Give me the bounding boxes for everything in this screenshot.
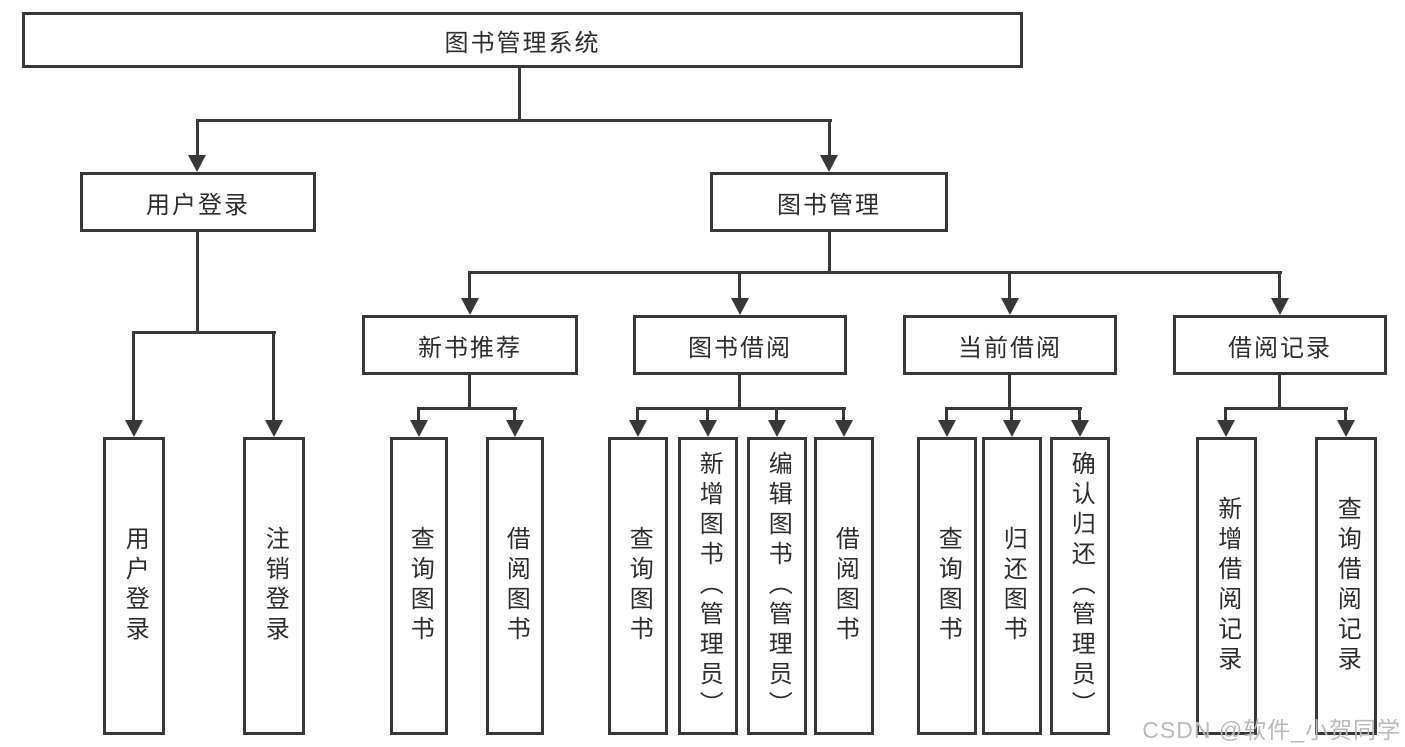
leaf-return-books: 归还图书 bbox=[982, 437, 1042, 735]
node-label: 借阅记录 bbox=[1228, 334, 1332, 362]
connector-line bbox=[132, 331, 135, 420]
arrowhead bbox=[1001, 298, 1019, 315]
leaf-label: 编辑图书（管理员） bbox=[764, 451, 792, 721]
connector-line bbox=[417, 407, 517, 410]
connector-line bbox=[196, 230, 199, 334]
arrowhead bbox=[820, 155, 838, 172]
leaf-borrow-books-recommend: 借阅图书 bbox=[486, 437, 544, 735]
arrowhead bbox=[629, 420, 647, 437]
connector-line bbox=[513, 407, 516, 422]
arrowhead bbox=[188, 155, 206, 172]
leaf-label: 新增借阅记录 bbox=[1213, 496, 1241, 676]
connector-line bbox=[132, 331, 276, 334]
leaf-confirm-return-admin: 确认归还（管理员） bbox=[1050, 437, 1110, 735]
node-new-book-recommend: 新书推荐 bbox=[362, 315, 578, 375]
connector-line bbox=[468, 271, 471, 300]
arrowhead bbox=[1071, 420, 1089, 437]
leaf-label: 查询图书 bbox=[625, 526, 653, 646]
connector-line bbox=[775, 407, 778, 422]
node-label: 图书管理 bbox=[777, 191, 881, 219]
node-book-borrowing: 图书借阅 bbox=[633, 315, 847, 375]
connector-line bbox=[1344, 407, 1347, 422]
connector-line bbox=[196, 119, 199, 156]
node-label: 当前借阅 bbox=[958, 334, 1062, 362]
leaf-label: 用户登录 bbox=[121, 526, 149, 646]
leaf-borrow-books: 借阅图书 bbox=[814, 437, 874, 735]
connector-line bbox=[518, 66, 521, 121]
arrowhead bbox=[938, 420, 956, 437]
leaf-label: 查询借阅记录 bbox=[1333, 496, 1361, 676]
connector-line bbox=[738, 271, 741, 300]
leaf-label: 借阅图书 bbox=[831, 526, 859, 646]
node-book-management: 图书管理 bbox=[710, 172, 948, 232]
connector-line bbox=[468, 271, 1282, 274]
node-label: 新书推荐 bbox=[418, 334, 522, 362]
connector-line bbox=[945, 407, 948, 422]
connector-line bbox=[636, 407, 846, 410]
connector-line bbox=[738, 373, 741, 410]
leaf-logout: 注销登录 bbox=[243, 437, 305, 735]
arrowhead bbox=[1003, 420, 1021, 437]
connector-line bbox=[828, 119, 831, 156]
csdn-watermark: CSDN @软件_小贺同学 bbox=[1142, 717, 1401, 743]
arrowhead bbox=[506, 420, 524, 437]
arrowhead bbox=[410, 420, 428, 437]
connector-line bbox=[417, 407, 420, 422]
connector-line bbox=[636, 407, 639, 422]
connector-line bbox=[706, 407, 709, 422]
leaf-label: 查询图书 bbox=[934, 526, 962, 646]
node-user-login: 用户登录 bbox=[80, 172, 316, 232]
leaf-label: 查询图书 bbox=[406, 526, 434, 646]
leaf-query-books-borrow: 查询图书 bbox=[608, 437, 668, 735]
leaf-label: 借阅图书 bbox=[502, 526, 530, 646]
node-library-management-system: 图书管理系统 bbox=[22, 12, 1023, 68]
node-label: 用户登录 bbox=[146, 191, 250, 219]
connector-line bbox=[1278, 373, 1281, 410]
leaf-label: 归还图书 bbox=[999, 526, 1027, 646]
arrowhead bbox=[461, 298, 479, 315]
arrowhead bbox=[125, 420, 143, 437]
leaf-edit-books-admin: 编辑图书（管理员） bbox=[747, 437, 807, 735]
arrowhead bbox=[768, 420, 786, 437]
arrowhead bbox=[731, 298, 749, 315]
arrowhead bbox=[1217, 420, 1235, 437]
node-borrowing-records: 借阅记录 bbox=[1173, 315, 1387, 375]
arrowhead bbox=[699, 420, 717, 437]
connector-line bbox=[468, 373, 471, 410]
node-label: 图书借阅 bbox=[688, 334, 792, 362]
connector-line bbox=[272, 331, 275, 420]
leaf-add-books-admin: 新增图书（管理员） bbox=[678, 437, 738, 735]
arrowhead bbox=[835, 420, 853, 437]
connector-line bbox=[196, 119, 832, 122]
connector-line bbox=[1010, 407, 1013, 422]
connector-line bbox=[945, 407, 1082, 410]
connector-line bbox=[1078, 407, 1081, 422]
leaf-label: 新增图书（管理员） bbox=[695, 451, 723, 721]
connector-line bbox=[1224, 407, 1348, 410]
connector-line bbox=[1278, 271, 1281, 300]
leaf-add-borrow-record: 新增借阅记录 bbox=[1196, 437, 1257, 735]
arrowhead bbox=[265, 420, 283, 437]
leaf-label: 确认归还（管理员） bbox=[1067, 451, 1095, 721]
leaf-query-books-current: 查询图书 bbox=[917, 437, 977, 735]
leaf-query-borrow-record: 查询借阅记录 bbox=[1315, 437, 1377, 735]
connector-line bbox=[1008, 271, 1011, 300]
node-label: 图书管理系统 bbox=[444, 29, 601, 57]
leaf-label: 注销登录 bbox=[261, 526, 289, 646]
arrowhead bbox=[1337, 420, 1355, 437]
connector-line bbox=[1008, 373, 1011, 410]
node-current-borrowing: 当前借阅 bbox=[903, 315, 1117, 375]
connector-line bbox=[828, 230, 831, 274]
leaf-query-books-recommend: 查询图书 bbox=[390, 437, 448, 735]
connector-line bbox=[1224, 407, 1227, 422]
arrowhead bbox=[1271, 298, 1289, 315]
connector-line bbox=[842, 407, 845, 422]
leaf-user-login: 用户登录 bbox=[103, 437, 165, 735]
